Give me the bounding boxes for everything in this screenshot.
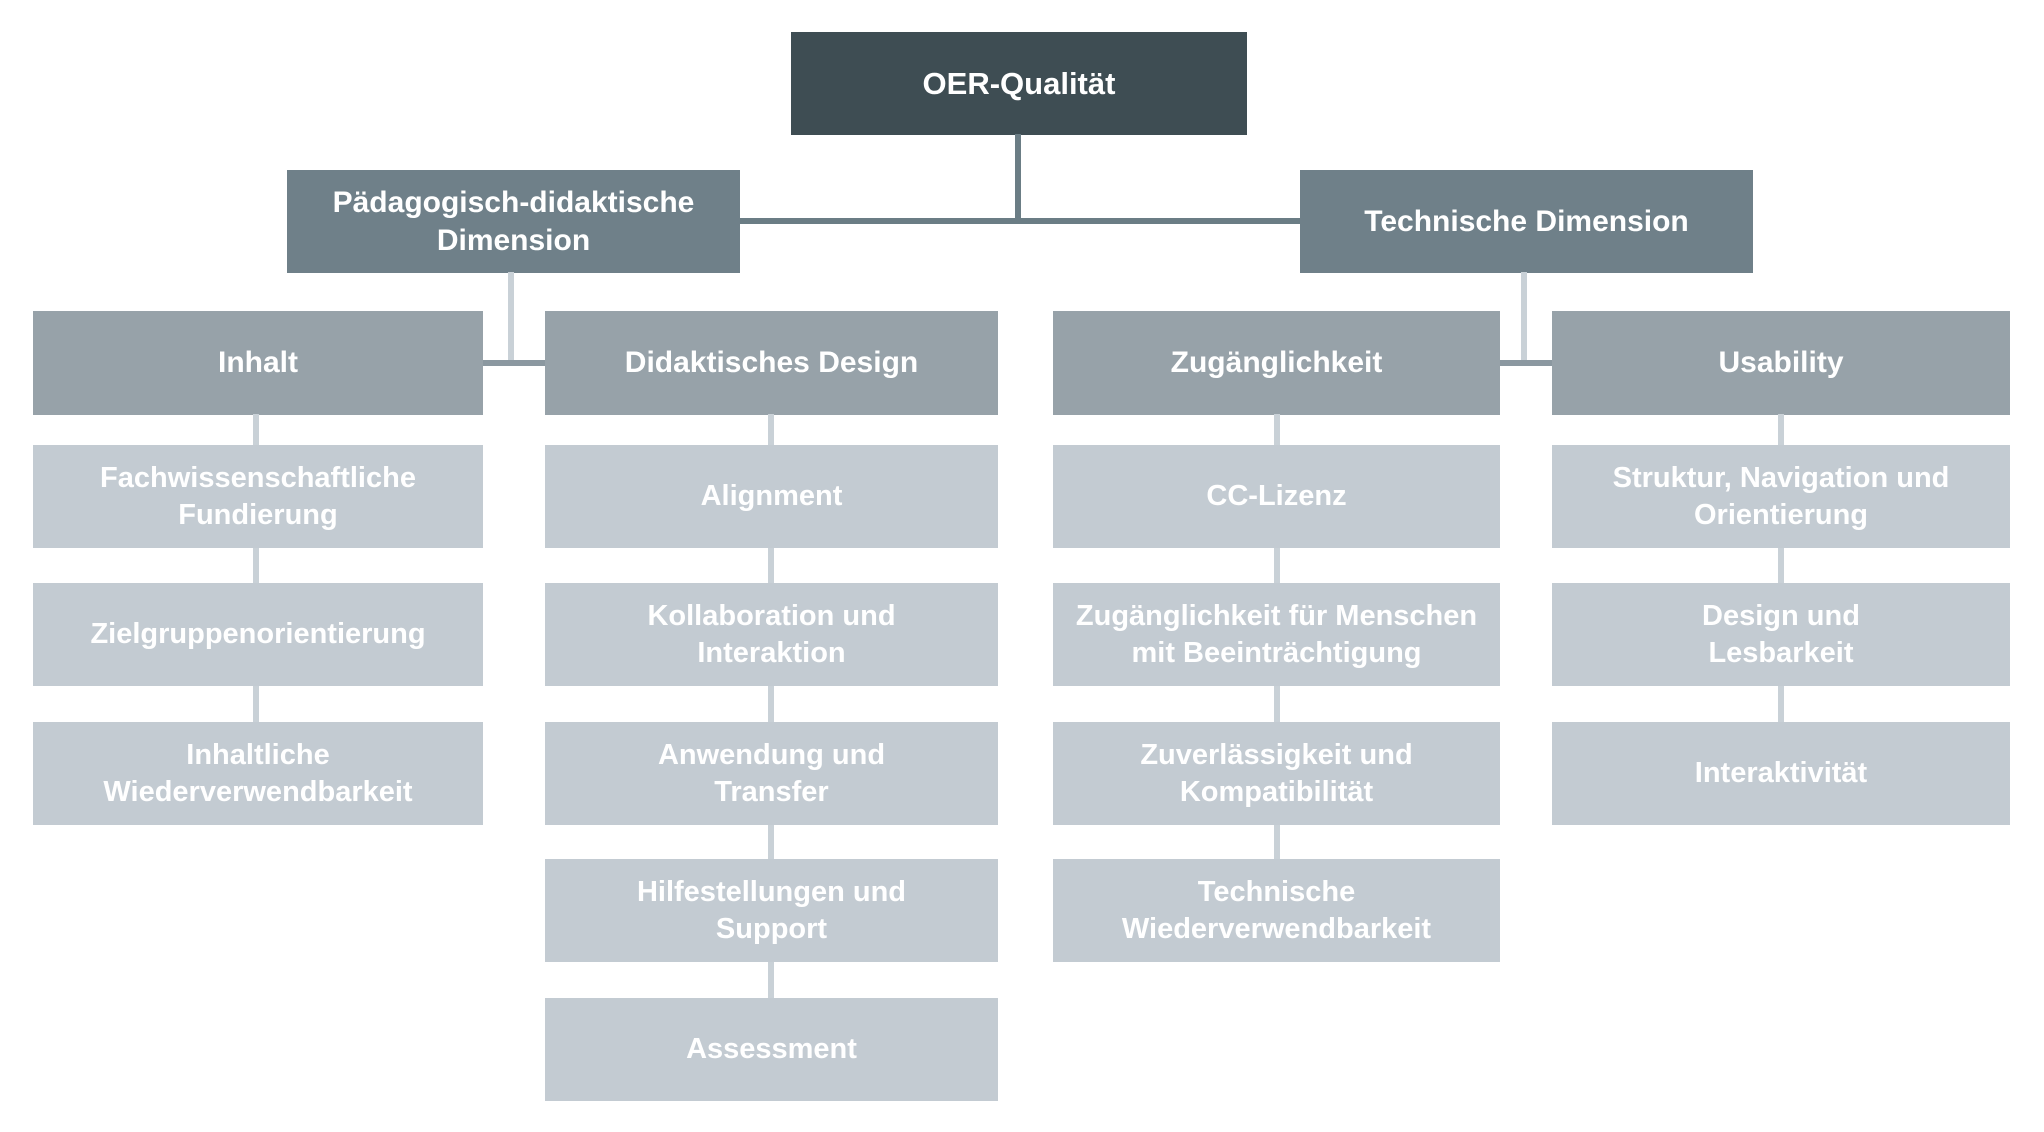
connector-root-horizontal bbox=[740, 218, 1300, 224]
node-dimension-technisch: Technische Dimension bbox=[1300, 170, 1753, 273]
item-fachwissenschaftliche-fundierung: Fachwissenschaftliche Fundierung bbox=[33, 445, 483, 548]
item-zielgruppenorientierung: Zielgruppenorientierung bbox=[33, 583, 483, 686]
connector-col2-seg1 bbox=[768, 414, 774, 446]
item-cc-lizenz: CC-Lizenz bbox=[1053, 445, 1500, 548]
item-zugaenglichkeit-fuer-menschen: Zugänglichkeit für Menschen mit Beeinträ… bbox=[1053, 583, 1500, 686]
connector-col2-seg4 bbox=[768, 824, 774, 860]
node-category-zugaenglichkeit: Zugänglichkeit bbox=[1053, 311, 1500, 415]
connector-technisch-horizontal bbox=[1500, 360, 1552, 366]
item-technische-wiederverwendbarkeit: Technische Wiederverwendbarkeit bbox=[1053, 859, 1500, 962]
connector-col4-seg1 bbox=[1778, 414, 1784, 446]
item-struktur-navigation-orientierung: Struktur, Navigation und Orientierung bbox=[1552, 445, 2010, 548]
item-interaktivitaet: Interaktivität bbox=[1552, 722, 2010, 825]
item-anwendung-und-transfer: Anwendung und Transfer bbox=[545, 722, 998, 825]
connector-paedagogisch-horizontal bbox=[483, 360, 545, 366]
connector-technisch-vertical bbox=[1521, 272, 1527, 366]
node-category-didaktisches-design: Didaktisches Design bbox=[545, 311, 998, 415]
connector-col1-seg1 bbox=[253, 414, 259, 446]
connector-col4-seg2 bbox=[1778, 547, 1784, 584]
node-oer-qualitaet: OER-Qualität bbox=[791, 32, 1247, 135]
item-hilfestellungen-und-support: Hilfestellungen und Support bbox=[545, 859, 998, 962]
item-kollaboration-und-interaktion: Kollaboration und Interaktion bbox=[545, 583, 998, 686]
node-dimension-paedagogisch-didaktisch: Pädagogisch-didaktische Dimension bbox=[287, 170, 740, 273]
item-assessment: Assessment bbox=[545, 998, 998, 1101]
connector-col2-seg5 bbox=[768, 961, 774, 999]
connector-col4-seg3 bbox=[1778, 685, 1784, 723]
node-category-inhalt: Inhalt bbox=[33, 311, 483, 415]
connector-col1-seg2 bbox=[253, 547, 259, 584]
node-category-usability: Usability bbox=[1552, 311, 2010, 415]
item-inhaltliche-wiederverwendbarkeit: Inhaltliche Wiederverwendbarkeit bbox=[33, 722, 483, 825]
connector-col2-seg3 bbox=[768, 685, 774, 723]
connector-col1-seg3 bbox=[253, 685, 259, 723]
item-design-und-lesbarkeit: Design und Lesbarkeit bbox=[1552, 583, 2010, 686]
connector-col3-seg4 bbox=[1274, 824, 1280, 860]
connector-col3-seg3 bbox=[1274, 685, 1280, 723]
connector-root-vertical bbox=[1015, 134, 1021, 224]
connector-paedagogisch-vertical bbox=[508, 272, 514, 366]
connector-col3-seg2 bbox=[1274, 547, 1280, 584]
connector-col3-seg1 bbox=[1274, 414, 1280, 446]
item-zuverlaessigkeit-und-kompatibilitaet: Zuverlässigkeit und Kompatibilität bbox=[1053, 722, 1500, 825]
connector-col2-seg2 bbox=[768, 547, 774, 584]
item-alignment: Alignment bbox=[545, 445, 998, 548]
